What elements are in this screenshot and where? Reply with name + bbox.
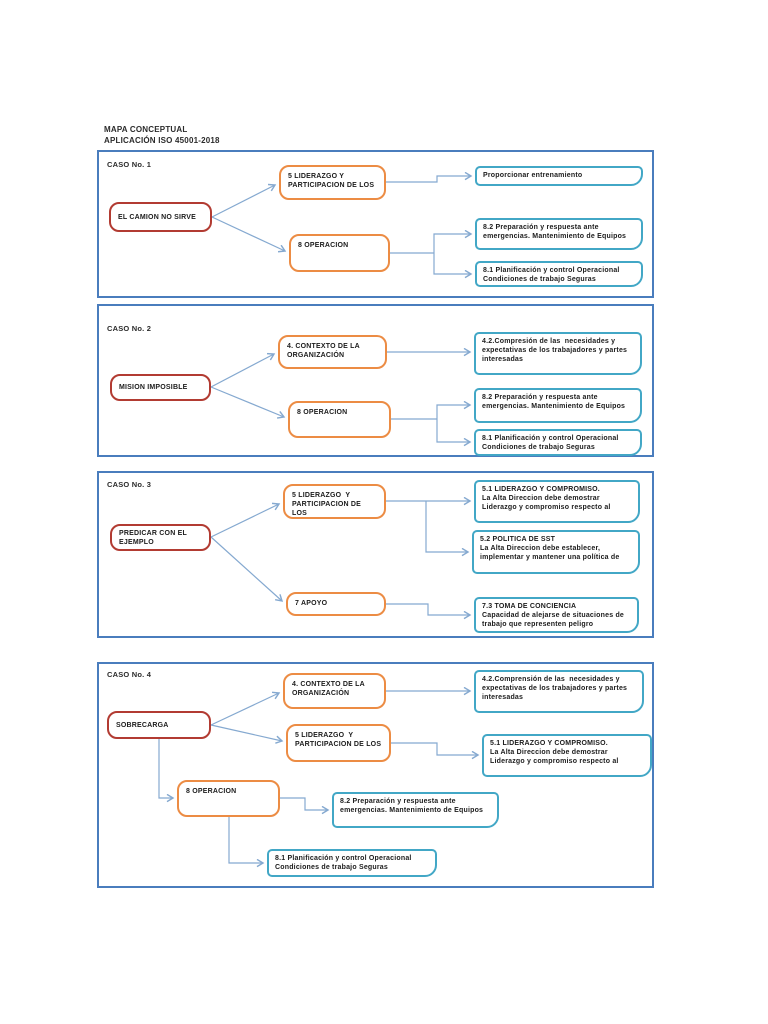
case-4-clause-box: 8 OPERACION — [177, 780, 280, 817]
case-2-container: CASO No. 2 MISION IMPOSIBLE 4. CONTEXTO … — [97, 304, 654, 457]
page-title-line2: APLICACIÓN ISO 45001-2018 — [104, 136, 220, 145]
case-1-clause-box: 5 LIDERAZGO Y PARTICIPACION DE LOS — [279, 165, 386, 200]
case-3-clause-box: 5 LIDERAZGO Y PARTICIPACION DE LOS — [283, 484, 386, 519]
case-4-outcome-box: 8.1 Planificación y control Operacional … — [267, 849, 437, 877]
case-3-clause-box: 7 APOYO — [286, 592, 386, 616]
case-3-source-box: PREDICAR CON EL EJEMPLO — [110, 524, 211, 551]
case-2-label: CASO No. 2 — [107, 324, 152, 333]
case-2-clause-box: 8 OPERACION — [288, 401, 391, 438]
case-4-label: CASO No. 4 — [107, 670, 152, 679]
case-1-outcome-box: 8.2 Preparación y respuesta ante emergen… — [475, 218, 643, 250]
case-4-clause-box: 5 LIDERAZGO Y PARTICIPACION DE LOS — [286, 724, 391, 762]
case-3-outcome-box: 5.1 LIDERAZGO Y COMPROMISO. La Alta Dire… — [474, 480, 640, 523]
case-1-label: CASO No. 1 — [107, 160, 152, 169]
page-title-line1: MAPA CONCEPTUAL — [104, 125, 188, 134]
case-2-outcome-box: 8.2 Preparación y respuesta ante emergen… — [474, 388, 642, 423]
case-3-label: CASO No. 3 — [107, 480, 152, 489]
case-4-outcome-box: 8.2 Preparación y respuesta ante emergen… — [332, 792, 499, 828]
case-4-clause-box: 4. CONTEXTO DE LA ORGANIZACIÓN — [283, 673, 386, 709]
case-2-outcome-box: 4.2.Compresión de las necesidades y expe… — [474, 332, 642, 375]
case-1-source-box: EL CAMION NO SIRVE — [109, 202, 212, 232]
case-1-outcome-box: 8.1 Planificación y control Operacional … — [475, 261, 643, 287]
case-4-outcome-box: 4.2.Comprensión de las necesidades y exp… — [474, 670, 644, 713]
case-3-container: CASO No. 3 PREDICAR CON EL EJEMPLO 5 LID… — [97, 471, 654, 638]
case-3-outcome-box: 7.3 TOMA DE CONCIENCIA Capacidad de alej… — [474, 597, 639, 633]
page-title: MAPA CONCEPTUAL APLICACIÓN ISO 45001-201… — [104, 124, 220, 146]
case-1-clause-box: 8 OPERACION — [289, 234, 390, 272]
case-2-source-box: MISION IMPOSIBLE — [110, 374, 211, 401]
case-3-outcome-box: 5.2 POLITICA DE SST La Alta Direccion de… — [472, 530, 640, 574]
case-1-outcome-box: Proporcionar entrenamiento — [475, 166, 643, 186]
case-4-outcome-box: 5.1 LIDERAZGO Y COMPROMISO. La Alta Dire… — [482, 734, 652, 777]
case-1-container: CASO No. 1 EL CAMION NO SIRVE 5 LIDERAZG… — [97, 150, 654, 298]
case-4-container: CASO No. 4 SOBRECARGA 4. CONTEXTO DE LA … — [97, 662, 654, 888]
case-2-clause-box: 4. CONTEXTO DE LA ORGANIZACIÓN — [278, 335, 387, 369]
case-4-source-box: SOBRECARGA — [107, 711, 211, 739]
case-2-outcome-box: 8.1 Planificación y control Operacional … — [474, 429, 642, 456]
